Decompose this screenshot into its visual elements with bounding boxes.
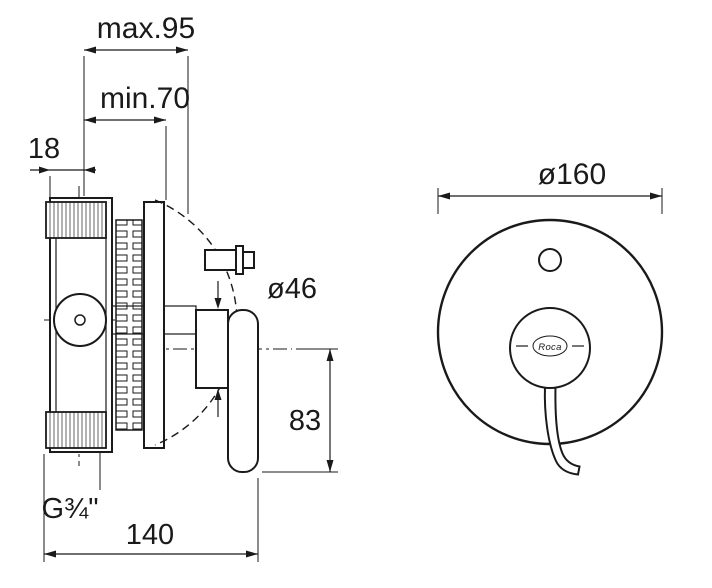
- dim-arrow-46-down: [214, 298, 222, 309]
- roca-logo: Roca: [516, 335, 584, 357]
- lever-front: [543, 385, 581, 476]
- roca-logo-oval: [532, 335, 568, 357]
- side-view: max.95 min.70 18 ø46: [28, 12, 338, 562]
- front-view: ø160 Roca: [436, 158, 664, 476]
- handle-lever-side: [227, 309, 259, 473]
- cartridge-screw: [74, 314, 86, 326]
- diverter-stub-shaft: [204, 249, 237, 271]
- dim-total-depth: 140: [43, 454, 259, 562]
- dim-arrow-18-left: [39, 166, 50, 174]
- roca-logo-text: Roca: [538, 342, 561, 353]
- dim-label-total-depth: 140: [126, 519, 174, 551]
- handle-hub: [195, 309, 229, 389]
- label-thread: G¾": [41, 452, 101, 525]
- wall-flange: [143, 201, 165, 449]
- dim-label-hub-diameter: ø46: [267, 273, 317, 305]
- dim-label-min-depth: min.70: [100, 82, 190, 115]
- diverter-stub-collar: [235, 245, 244, 275]
- diverter-stub: [204, 245, 255, 275]
- dim-label-offset-18: 18: [28, 133, 60, 165]
- dim-offset-18: 18: [28, 133, 96, 197]
- dim-hub-diameter: ø46: [214, 273, 317, 417]
- dim-min-depth: min.70: [84, 82, 190, 200]
- dim-plate-diameter: ø160: [437, 158, 663, 214]
- mounting-bracket: [115, 219, 143, 431]
- union-nut-bottom: [45, 411, 107, 449]
- dim-max-depth: max.95: [83, 12, 195, 214]
- dim-handle-drop: 83: [262, 348, 338, 473]
- diverter-button: [538, 248, 562, 272]
- dim-label-thread: G¾": [41, 493, 98, 525]
- dim-label-max-depth: max.95: [97, 12, 195, 45]
- dim-arrow-46-up: [214, 389, 222, 400]
- dim-label-handle-drop: 83: [289, 405, 321, 437]
- union-nut-top: [45, 201, 107, 239]
- dim-arrow-18-right: [84, 166, 95, 174]
- dim-label-plate-diameter: ø160: [538, 158, 606, 191]
- diverter-stub-tip: [242, 251, 255, 269]
